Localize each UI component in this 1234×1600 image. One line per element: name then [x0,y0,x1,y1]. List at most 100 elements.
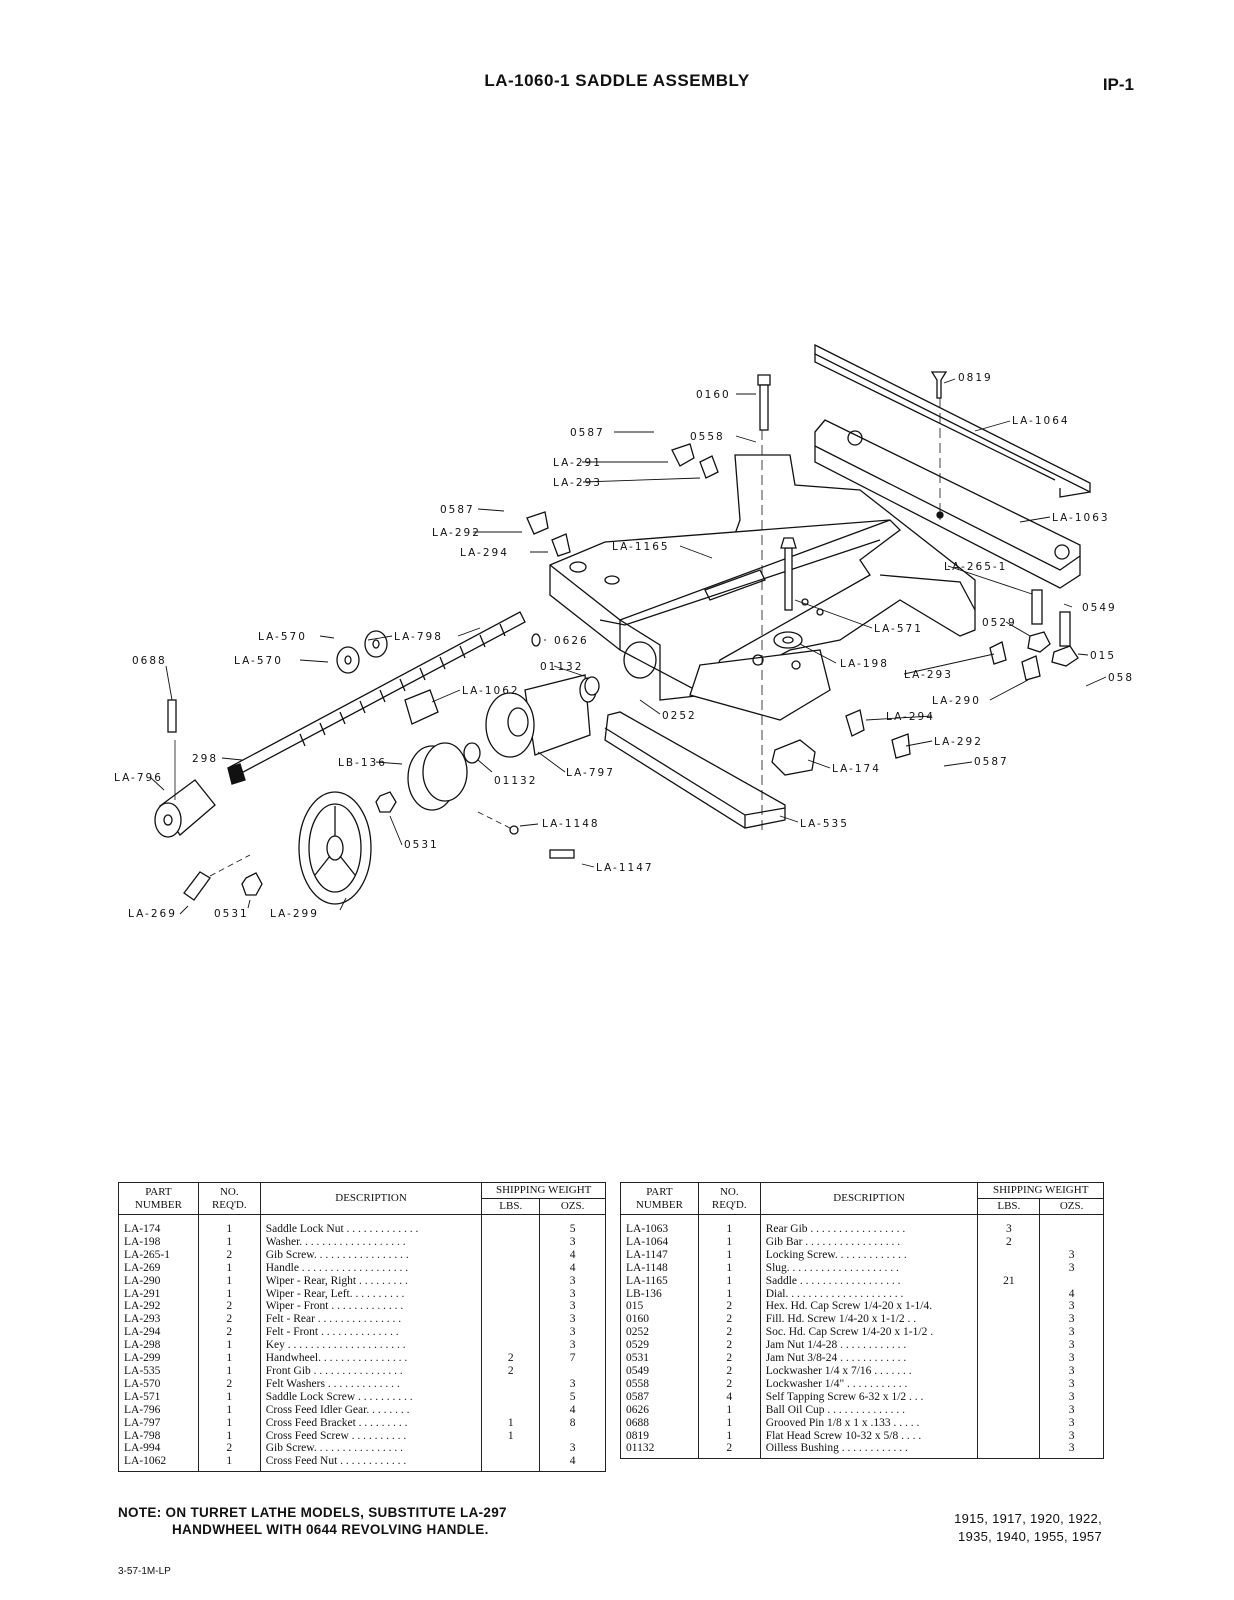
header-no-reqd: NO.REQ'D. [697,1182,761,1215]
part-number-cell: LA-290 [118,1274,199,1288]
qty-cell: 1 [197,1223,261,1236]
header-description: DESCRIPTION [259,1182,483,1215]
ozs-cell [1039,1274,1104,1288]
part-number-cell: LA-293 [118,1313,199,1327]
oilless-bushing-part [584,676,600,696]
part-number-cell: LA-1147 [620,1248,699,1262]
description-cell: Lockwasher 1/4" . . . . . . . . . . . [759,1377,979,1391]
wiper-part [891,733,911,759]
description-cell: Jam Nut 1/4-28 . . . . . . . . . . . . [759,1339,979,1353]
ozs-cell: 4 [539,1455,606,1473]
oilless-bushing-part [463,742,481,764]
ozs-cell: 8 [539,1416,606,1430]
callout-label: LA-269 [128,908,177,920]
callout-label: LA-292 [934,736,983,748]
lbs-cell [481,1235,541,1249]
qty-cell: 2 [697,1364,761,1378]
ozs-cell: 3 [539,1326,606,1340]
part-number-cell: LA-291 [118,1287,199,1301]
lbs-cell [977,1390,1041,1404]
qty-cell: 2 [197,1248,261,1262]
lbs-cell: 2 [481,1352,541,1365]
ozs-cell: 7 [539,1352,606,1365]
page-title: LA-1060-1 SADDLE ASSEMBLY [484,71,750,90]
lbs-cell: 1 [481,1429,541,1443]
description-cell: Oilless Bushing . . . . . . . . . . . . [759,1442,979,1460]
part-number-cell: LA-198 [118,1235,199,1249]
description-cell: Gib Bar . . . . . . . . . . . . . . . . … [759,1235,979,1249]
description-cell: Saddle Lock Nut . . . . . . . . . . . . … [259,1223,483,1236]
ozs-cell: 3 [1039,1442,1104,1460]
callout-label: 0819 [958,372,993,384]
qty-cell: 1 [197,1274,261,1288]
ozs-cell: 3 [539,1300,606,1314]
description-cell: Front Gib . . . . . . . . . . . . . . . … [259,1364,483,1378]
part-number-cell: LA-299 [118,1352,199,1365]
lbs-cell [481,1261,541,1275]
description-cell: Flat Head Screw 10-32 x 5/8 . . . . [759,1429,979,1443]
callout-label: 01132 [494,775,537,787]
qty-cell: 1 [697,1403,761,1417]
rear-gib-part [814,419,1081,589]
grooved-pin-part [167,699,177,733]
callout-label: LA-293 [904,669,953,681]
ozs-cell [539,1364,606,1378]
cap-screw-part [1051,645,1079,667]
cross-feed-screw-part [227,611,526,785]
description-cell: Cross Feed Screw . . . . . . . . . . [259,1429,483,1443]
qty-cell: 1 [697,1223,761,1236]
ozs-cell: 3 [539,1235,606,1249]
qty-cell: 1 [197,1352,261,1365]
qty-cell: 2 [197,1300,261,1314]
description-cell: Grooved Pin 1/8 x 1 x .133 . . . . . [759,1416,979,1430]
ozs-cell: 4 [539,1248,606,1262]
part-number-cell: LA-265-1 [118,1248,199,1262]
description-cell: Saddle Lock Screw . . . . . . . . . . [259,1390,483,1404]
ozs-cell: 3 [1039,1313,1104,1327]
ozs-cell: 3 [539,1377,606,1391]
part-number-cell: 0252 [620,1326,699,1340]
part-number-cell: 015 [620,1300,699,1314]
description-cell: Felt Washers . . . . . . . . . . . . . [259,1377,483,1391]
header-no-reqd: NO.REQ'D. [197,1182,261,1215]
qty-cell: 2 [697,1300,761,1314]
lbs-cell [977,1248,1041,1262]
qty-cell: 2 [197,1377,261,1391]
callout-label: LA-535 [800,818,849,830]
part-number-cell: 0558 [620,1377,699,1391]
ozs-cell [539,1429,606,1443]
jam-nut-part [241,872,263,896]
part-number-cell: 0531 [620,1352,699,1365]
description-cell: Jam Nut 3/8-24 . . . . . . . . . . . . [759,1352,979,1365]
part-number-cell: LA-298 [118,1339,199,1353]
callout-label: LA-798 [394,631,443,643]
dial-part [407,742,468,811]
qty-cell: 1 [197,1364,261,1378]
qty-cell: 1 [197,1235,261,1249]
ozs-cell: 4 [539,1261,606,1275]
qty-cell: 2 [697,1339,761,1353]
qty-cell: 1 [697,1416,761,1430]
qty-cell: 2 [197,1326,261,1340]
ozs-cell: 3 [1039,1364,1104,1378]
qty-cell: 2 [197,1313,261,1327]
lbs-cell [977,1364,1041,1378]
part-number-cell: LA-174 [118,1223,199,1236]
part-number-cell: LA-1064 [620,1235,699,1249]
ozs-cell: 3 [1039,1339,1104,1353]
qty-cell: 1 [697,1287,761,1301]
ozs-cell [1039,1235,1104,1249]
part-number-cell: 0819 [620,1429,699,1443]
